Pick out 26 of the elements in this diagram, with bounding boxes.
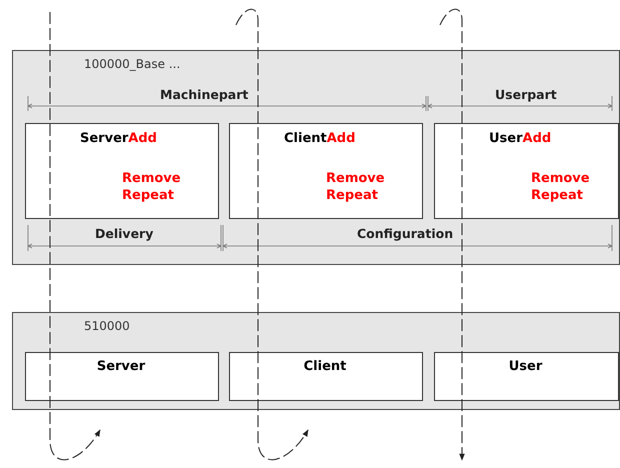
component-name: User <box>489 130 523 147</box>
component-box <box>434 352 619 401</box>
group-title: 510000 <box>84 318 130 335</box>
action-label: Add <box>326 130 356 147</box>
action-label: Add <box>128 130 157 147</box>
component-box <box>229 352 423 401</box>
action-list: Remove Repeat <box>122 170 182 204</box>
group-panel <box>12 312 620 410</box>
component-box <box>25 123 219 219</box>
group-title: 100000_Base ... <box>84 56 180 73</box>
action-list: Remove Repeat <box>326 170 386 204</box>
component-name: Server <box>80 130 128 147</box>
component-box <box>229 123 423 219</box>
component-name: Client <box>284 130 327 147</box>
component-name: Client <box>304 358 346 375</box>
component-name: Server <box>96 358 146 375</box>
dimension-label: Configuration <box>357 226 454 241</box>
dimension-label: Userpart <box>495 87 557 102</box>
action-list: Remove Repeat <box>531 170 591 204</box>
dimension-label: Delivery <box>95 226 154 241</box>
component-box <box>25 352 219 401</box>
component-box <box>434 123 619 219</box>
action-label: Add <box>522 130 552 147</box>
group-panel <box>12 50 620 265</box>
dimension-label: Machinepart <box>160 87 248 102</box>
component-name: User <box>508 358 542 375</box>
